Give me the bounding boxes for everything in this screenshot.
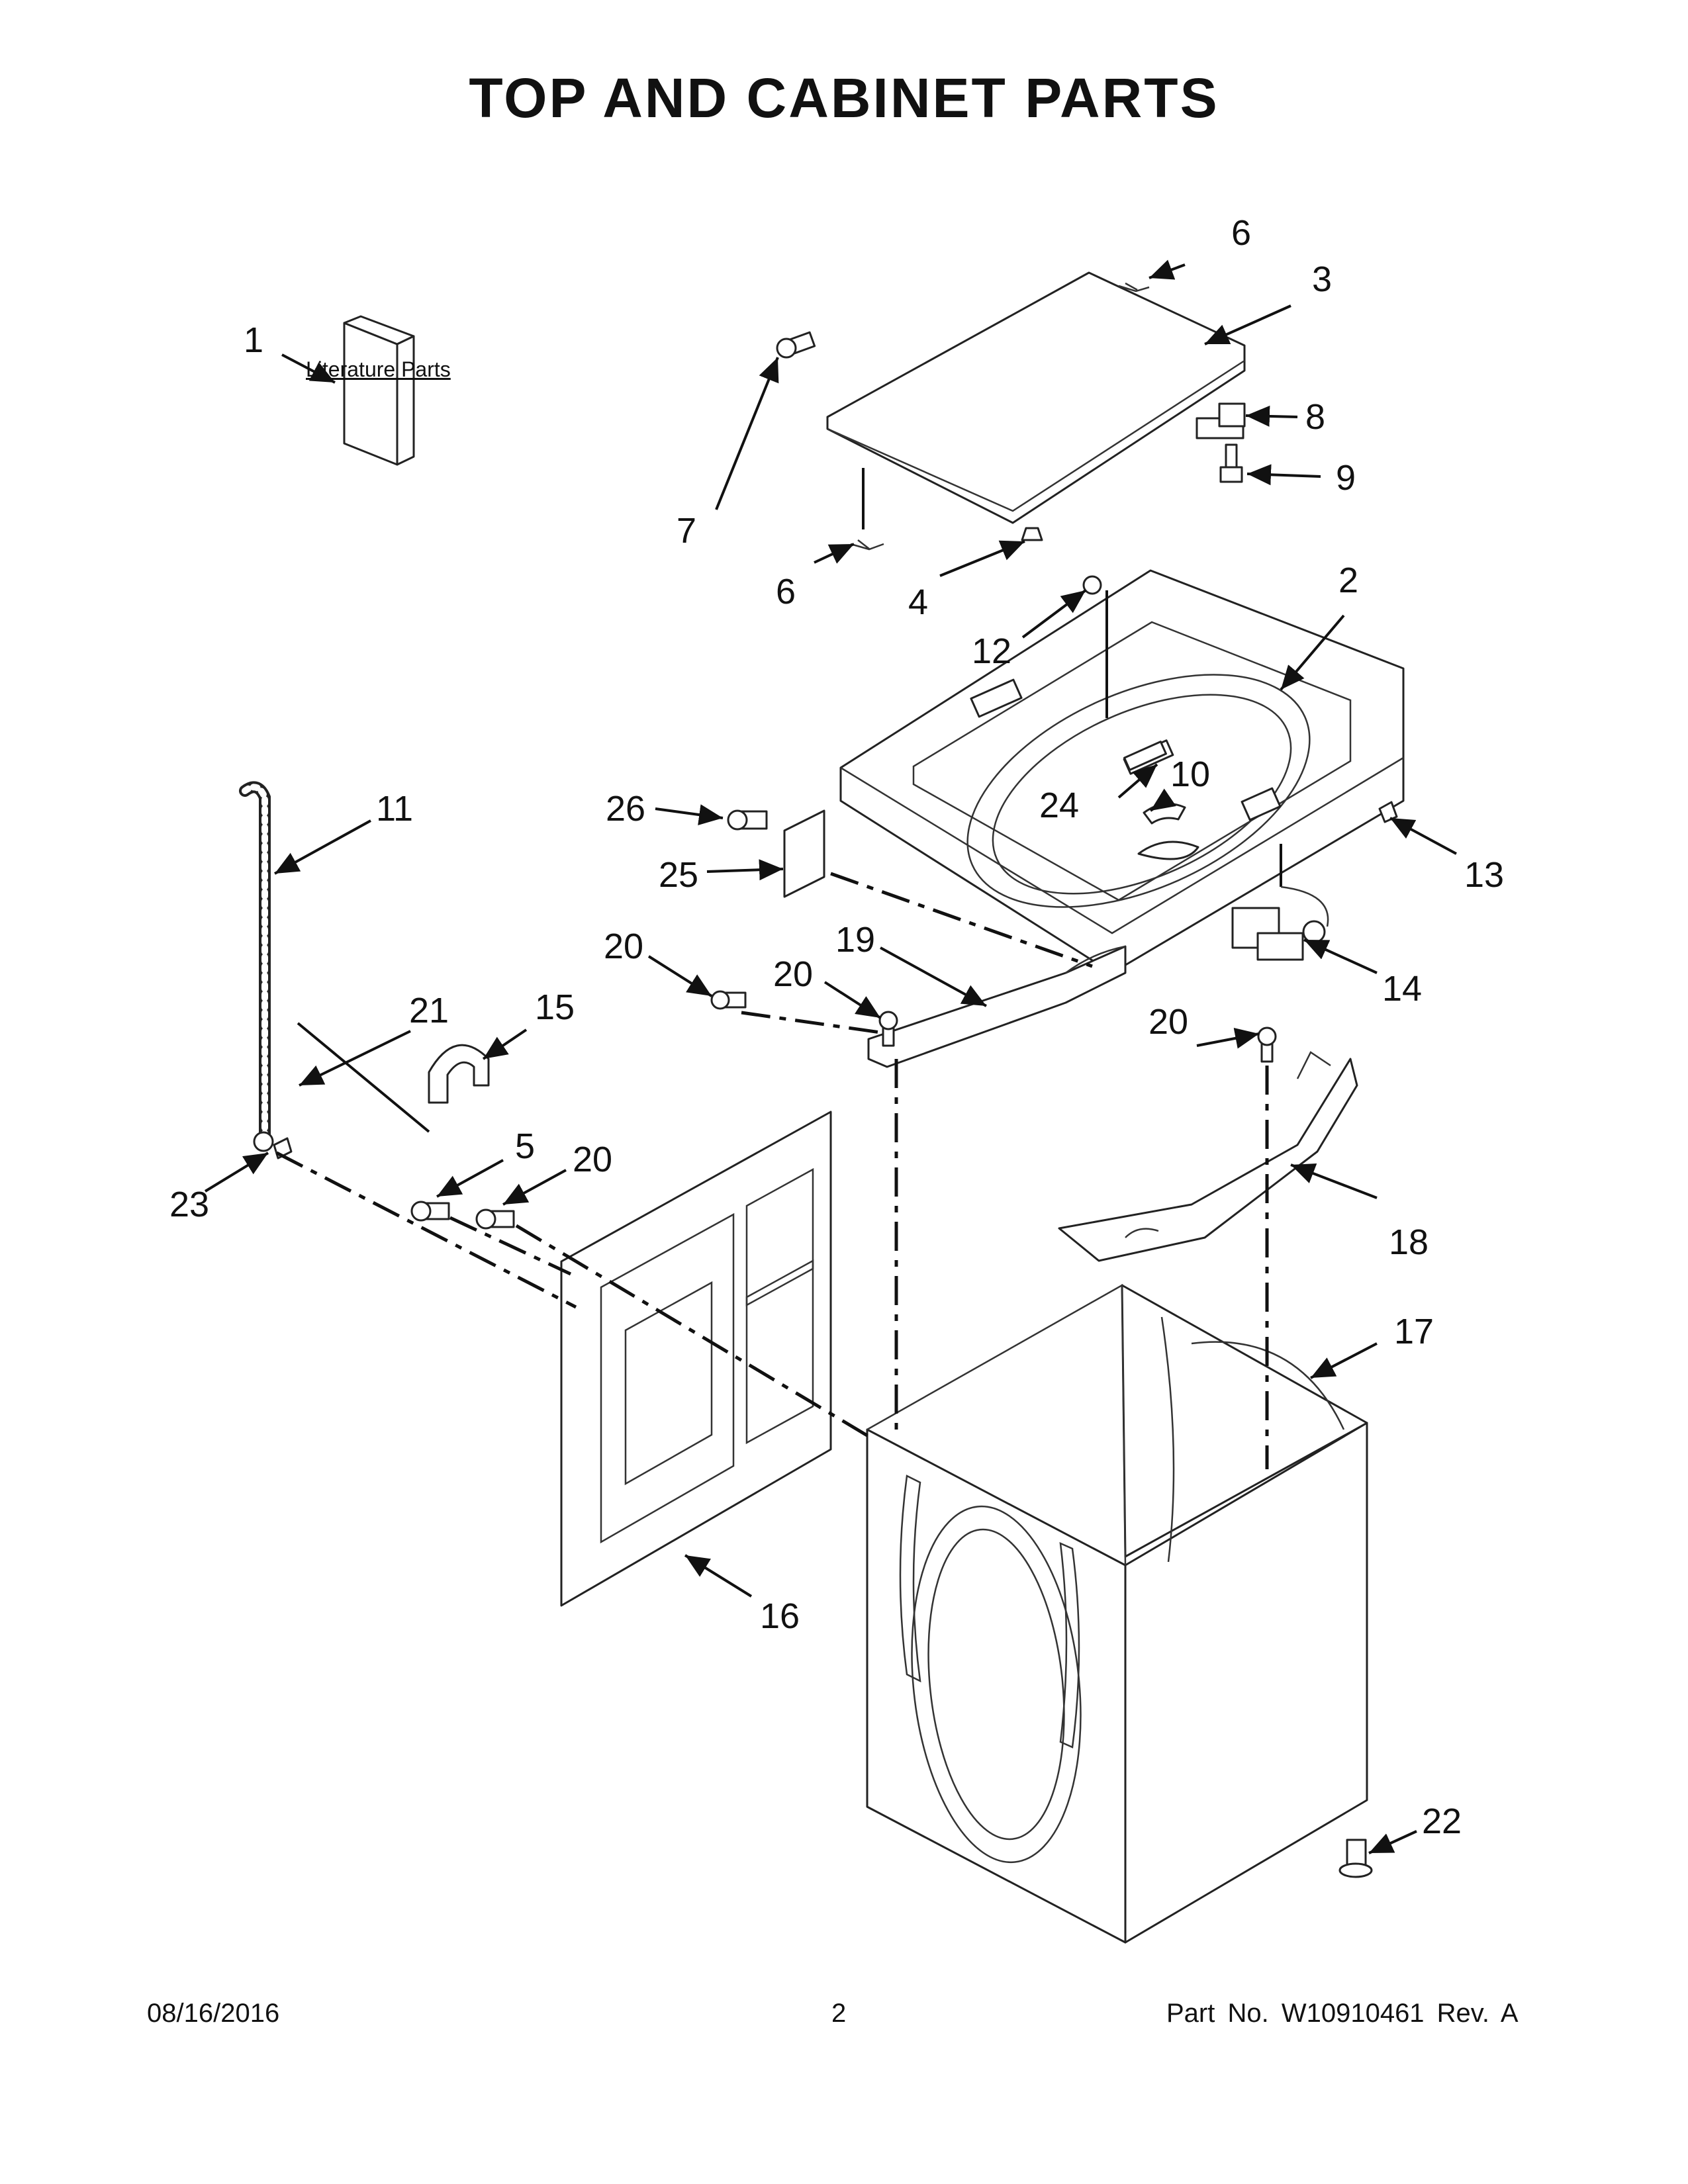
screw-12[interactable] [1082, 575, 1102, 595]
callout-1: 1 [244, 320, 263, 360]
leader-arrows [204, 259, 1457, 1854]
callout-11: 11 [376, 789, 413, 829]
literature-booklet[interactable] [343, 315, 415, 466]
literature-parts-label[interactable]: Literature Parts [306, 357, 451, 381]
footer-part-number: Part No. W10910461 Rev. A [1166, 1999, 1519, 2028]
callout-16: 16 [760, 1596, 800, 1636]
callout-13: 13 [1464, 855, 1504, 895]
screw-5[interactable] [410, 1201, 450, 1222]
hinge-pin-top[interactable] [1118, 282, 1150, 293]
screw-20-b[interactable] [878, 1011, 898, 1047]
bracket-25[interactable] [783, 809, 825, 898]
callout-numbers: 1 2 3 4 5 6 6 7 8 9 10 11 12 13 14 15 16… [169, 213, 1504, 1841]
cabinet[interactable] [866, 1283, 1368, 1944]
callout-3: 3 [1312, 259, 1332, 299]
callout-26: 26 [606, 789, 645, 829]
footer-page-number: 2 [831, 1999, 847, 2028]
drain-hose[interactable] [239, 781, 274, 1152]
page-title: TOP AND CABINET PARTS [469, 67, 1219, 129]
screw-20-c[interactable] [1257, 1026, 1277, 1063]
hose-fitting-15[interactable] [428, 1044, 490, 1104]
callout-4: 4 [908, 582, 928, 622]
screw-20-a[interactable] [710, 990, 747, 1010]
top-panel[interactable] [839, 569, 1405, 974]
front-brace[interactable] [867, 945, 1127, 1068]
callout-6-bottom: 6 [776, 572, 796, 612]
callout-18: 18 [1389, 1222, 1429, 1262]
label-24[interactable] [1123, 741, 1167, 771]
hinge-pin-bottom[interactable] [850, 539, 884, 551]
water-inlet-valve[interactable] [1231, 886, 1329, 961]
callout-20-d: 20 [573, 1140, 612, 1179]
screw-7[interactable] [776, 331, 816, 359]
rod-21[interactable] [297, 1022, 430, 1133]
leveling-leg[interactable] [1338, 1839, 1373, 1878]
callout-25: 25 [659, 855, 698, 895]
callout-8: 8 [1305, 397, 1325, 437]
callout-12: 12 [972, 631, 1011, 671]
assembly-lines [275, 872, 1269, 1469]
callout-20-b: 20 [773, 954, 813, 994]
rear-brace[interactable] [1058, 1051, 1358, 1262]
screw-9[interactable] [1219, 443, 1243, 483]
callout-5: 5 [515, 1126, 535, 1166]
footer-date: 08/16/2016 [147, 1999, 280, 2028]
callout-19: 19 [835, 920, 875, 960]
callout-2: 2 [1338, 561, 1358, 600]
lid-part[interactable] [826, 271, 1246, 524]
callout-24: 24 [1039, 786, 1079, 825]
callout-22: 22 [1422, 1801, 1462, 1841]
callout-21: 21 [409, 991, 449, 1030]
callout-20-c: 20 [1149, 1002, 1188, 1042]
lid-switch[interactable] [1196, 402, 1246, 439]
callout-15: 15 [535, 987, 575, 1027]
lid-bumper[interactable] [1021, 527, 1043, 541]
clip-13[interactable] [1378, 801, 1398, 823]
callout-6-top: 6 [1231, 213, 1251, 253]
callout-17: 17 [1394, 1312, 1434, 1351]
callout-23: 23 [169, 1185, 209, 1224]
callout-14: 14 [1382, 969, 1422, 1009]
callout-9: 9 [1336, 458, 1356, 498]
screw-26[interactable] [727, 809, 768, 831]
back-panel[interactable] [560, 1111, 832, 1607]
callout-7: 7 [677, 511, 696, 551]
callout-10: 10 [1170, 754, 1210, 794]
screw-20-d[interactable] [475, 1208, 515, 1230]
callout-20-a: 20 [604, 927, 643, 966]
